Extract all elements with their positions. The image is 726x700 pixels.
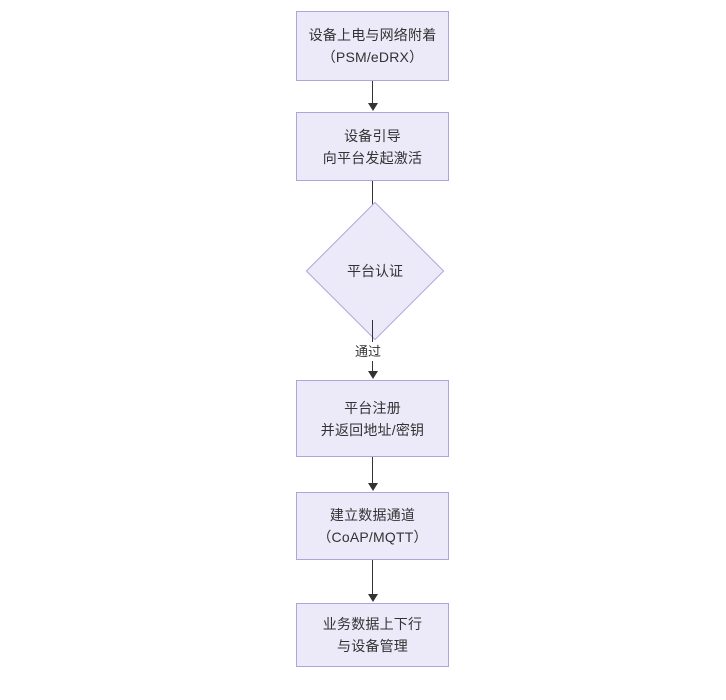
node-label-line2: （CoAP/MQTT） (317, 529, 428, 545)
flow-node-platform-register[interactable]: 平台注册 并返回地址/密钥 (296, 380, 449, 457)
connector-n5-n6 (372, 560, 374, 595)
connector-n1-n2 (372, 81, 374, 104)
flow-node-business-data[interactable]: 业务数据上下行 与设备管理 (296, 603, 449, 667)
node-label-line2: 与设备管理 (337, 638, 408, 654)
node-label-line1: 平台认证 (347, 263, 403, 279)
node-label-line1: 业务数据上下行 (322, 616, 423, 632)
node-label-line2: （PSM/eDRX） (321, 49, 424, 65)
connector-n2-n3 (372, 181, 374, 214)
arrowhead-n1-n2 (367, 103, 378, 111)
node-label-line1: 建立数据通道 (329, 507, 416, 523)
flow-node-device-bootstrap[interactable]: 设备引导 向平台发起激活 (296, 112, 449, 181)
node-label-line1: 设备引导 (344, 127, 401, 144)
node-label-line1: 平台注册 (344, 399, 401, 416)
edge-label-pass: 通过 (352, 342, 385, 361)
arrowhead-n3-n4 (367, 371, 378, 379)
node-label-line2: 向平台发起激活 (322, 149, 423, 166)
arrowhead-n5-n6 (367, 594, 378, 602)
node-label-line1: 设备上电与网络附着 (308, 27, 437, 43)
decision-label: 平台认证 (305, 261, 445, 281)
node-label-line2: 并返回地址/密钥 (320, 421, 425, 438)
flow-node-data-channel[interactable]: 建立数据通道 （CoAP/MQTT） (296, 492, 449, 560)
arrowhead-n4-n5 (367, 483, 378, 491)
connector-n4-n5 (372, 457, 374, 484)
flow-node-device-power-on[interactable]: 设备上电与网络附着 （PSM/eDRX） (296, 11, 449, 81)
